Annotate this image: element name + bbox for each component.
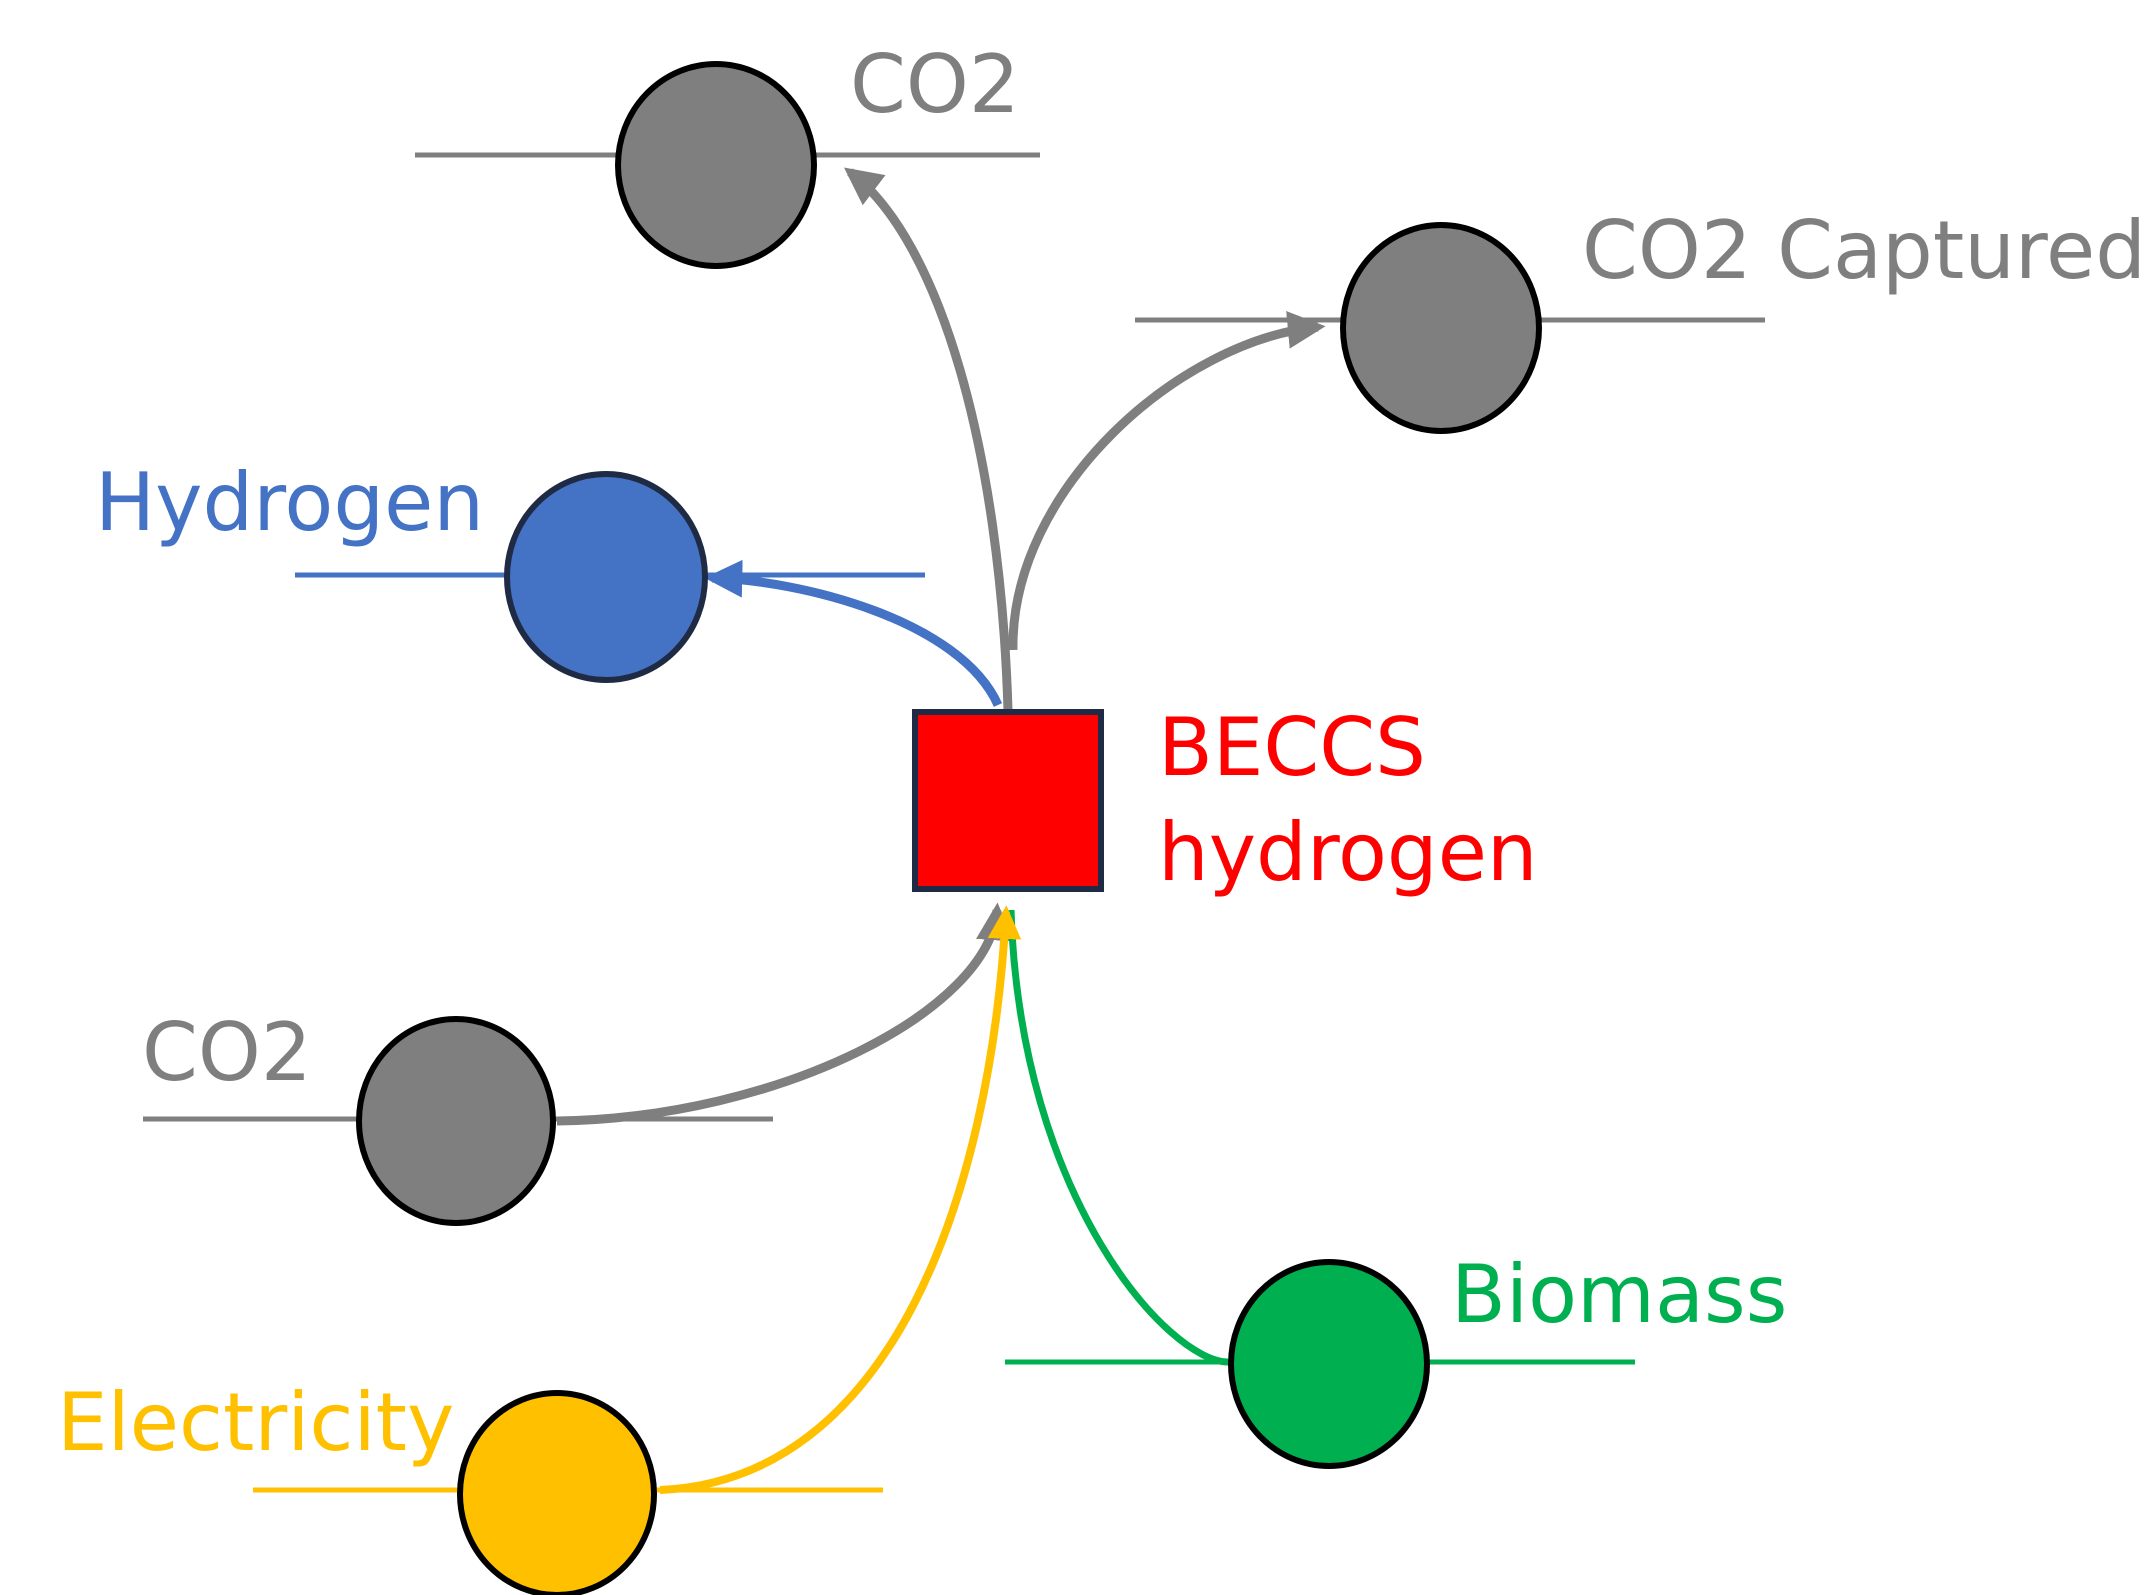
co2-output-node bbox=[615, 61, 817, 269]
flow-beccs-to-co2-captured bbox=[1008, 311, 1326, 651]
biomass-node bbox=[1228, 1259, 1430, 1469]
co2-output-label: CO2 bbox=[850, 38, 1020, 131]
co2-captured-label: CO2 Captured bbox=[1582, 204, 2146, 297]
flow-beccs-to-co2 bbox=[843, 167, 1013, 711]
hydrogen-label: Hydrogen bbox=[95, 456, 484, 549]
hydrogen-node bbox=[504, 471, 708, 683]
process-label-line1: BECCS bbox=[1158, 701, 1426, 794]
process-label-line2: hydrogen bbox=[1158, 806, 1538, 899]
flow-co2-to-beccs bbox=[556, 902, 1014, 1126]
flow-beccs-to-hydrogen bbox=[704, 559, 1003, 707]
flow-biomass-to-beccs bbox=[1007, 909, 1229, 1366]
electricity-label: Electricity bbox=[57, 1376, 454, 1469]
flow-electricity-to-beccs bbox=[659, 905, 1022, 1494]
co2-input-node bbox=[356, 1016, 556, 1226]
co2-captured-node bbox=[1340, 222, 1542, 434]
process-box-beccs-hydrogen bbox=[912, 709, 1104, 892]
co2-input-label: CO2 bbox=[142, 1006, 312, 1099]
electricity-node bbox=[457, 1390, 657, 1595]
biomass-label: Biomass bbox=[1451, 1248, 1787, 1341]
